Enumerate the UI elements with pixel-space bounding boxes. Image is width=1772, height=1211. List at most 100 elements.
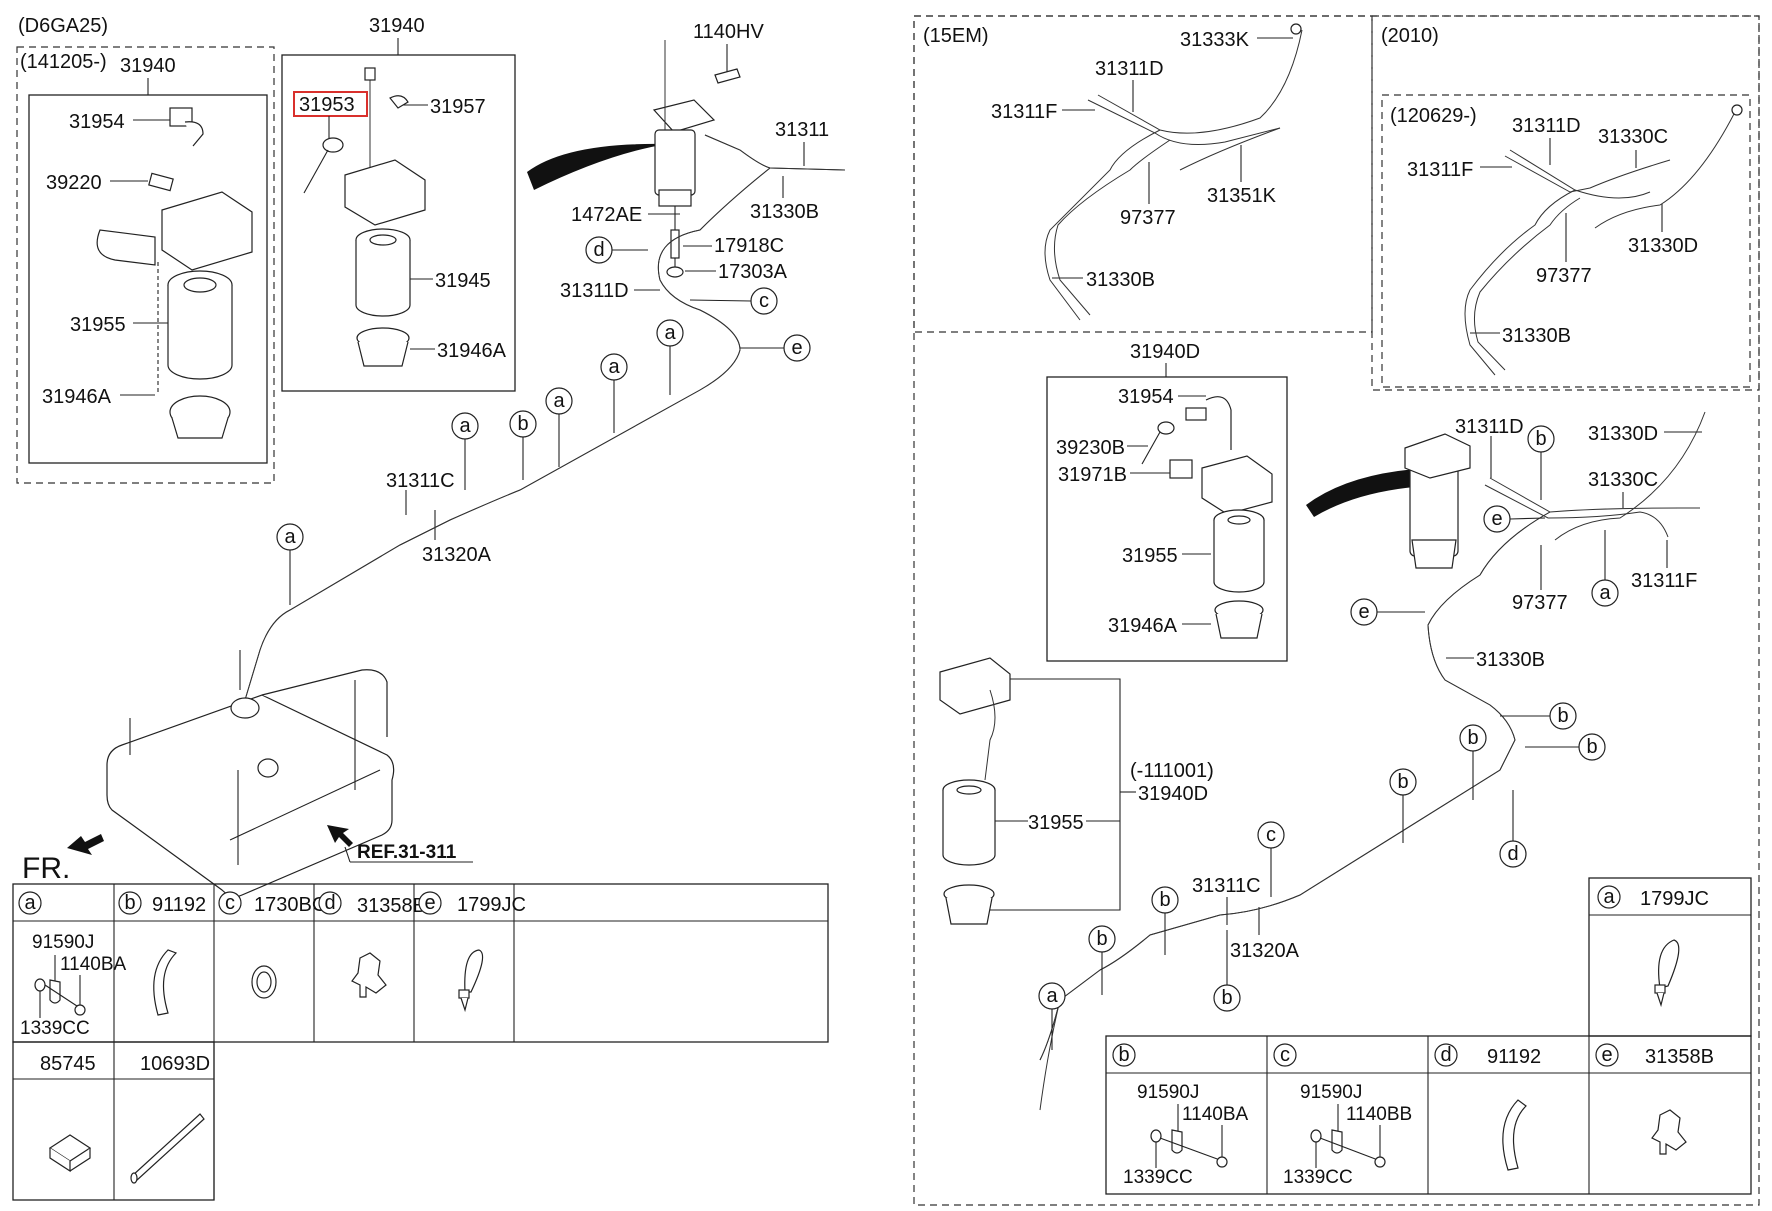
legend-sub-label[interactable]: 91590J xyxy=(1300,1082,1362,1103)
part-label[interactable]: 31320A xyxy=(422,544,492,566)
legend-part-label[interactable]: 1799JC xyxy=(457,894,526,916)
reference-label[interactable]: REF.31-311 xyxy=(357,842,457,863)
part-label[interactable]: 31955 xyxy=(70,314,126,336)
legend-part-label[interactable]: 31358B xyxy=(357,895,426,917)
part-label[interactable]: 31311D xyxy=(1512,115,1581,137)
callout-bubble[interactable]: e xyxy=(783,334,811,362)
part-label[interactable]: 31330B xyxy=(1502,325,1571,347)
legend-part-label[interactable]: 91192 xyxy=(1487,1046,1541,1068)
filter-head-icon xyxy=(1201,455,1273,515)
location-pointer-icon xyxy=(1306,469,1416,517)
nut-icon xyxy=(1310,1129,1322,1143)
part-label[interactable]: 31954 xyxy=(69,111,125,133)
callout-bubble[interactable]: a xyxy=(276,523,304,551)
old-assy-label[interactable]: 31940D xyxy=(1138,783,1208,805)
svg-text:b: b xyxy=(1096,928,1107,950)
legend-sub-label[interactable]: 91590J xyxy=(32,932,94,953)
callout-bubble[interactable]: b xyxy=(1151,886,1179,914)
callout-bubble[interactable]: a xyxy=(600,353,628,381)
part-label[interactable]: 31351K xyxy=(1207,185,1277,207)
callout-bubble[interactable]: b xyxy=(1578,733,1606,761)
legend-sub-label[interactable]: 1339CC xyxy=(20,1018,90,1039)
part-label[interactable]: 31955 xyxy=(1028,812,1084,834)
callout-bubble[interactable]: c xyxy=(1257,821,1285,849)
part-label[interactable]: 31946A xyxy=(437,340,507,362)
part-label[interactable]: 31311D xyxy=(1455,416,1524,438)
part-label[interactable]: 31311C xyxy=(1192,875,1261,897)
legend-key-d: d xyxy=(318,891,342,915)
part-label[interactable]: 31971B xyxy=(1058,464,1127,486)
callout-bubble[interactable]: b xyxy=(1459,724,1487,752)
part-label[interactable]: 31330B xyxy=(1086,269,1155,291)
part-label[interactable]: 39230B xyxy=(1056,437,1125,459)
legend-part-label[interactable]: 1730BC xyxy=(254,894,326,916)
highlighted-part-label[interactable]: 31953 xyxy=(299,94,355,116)
svg-text:d: d xyxy=(324,892,335,914)
part-label[interactable]: 31945 xyxy=(435,270,491,292)
part-label[interactable]: 97377 xyxy=(1536,265,1592,287)
callout-bubble[interactable]: a xyxy=(545,387,573,415)
legend-part-label[interactable]: 85745 xyxy=(40,1053,96,1075)
callout-bubble[interactable]: a xyxy=(656,319,684,347)
part-label[interactable]: 31330D xyxy=(1588,423,1658,445)
legend-part-label[interactable]: 31358B xyxy=(1645,1046,1714,1068)
part-label[interactable]: 31946A xyxy=(1108,615,1178,637)
legend-part-label[interactable]: 91192 xyxy=(152,894,206,916)
part-label[interactable]: 31311 xyxy=(775,119,829,141)
part-label[interactable]: 97377 xyxy=(1512,592,1568,614)
ref-arrow-icon xyxy=(327,825,353,847)
part-label[interactable]: 31955 xyxy=(1122,545,1178,567)
legend-sub-label[interactable]: 91590J xyxy=(1137,1082,1199,1103)
legend-sub-label[interactable]: 1140BA xyxy=(60,954,127,975)
callout-bubble[interactable]: a xyxy=(451,412,479,440)
callout-bubble[interactable]: b xyxy=(509,410,537,438)
part-label[interactable]: 31330B xyxy=(750,201,819,223)
legend-key-a: a xyxy=(1597,885,1621,909)
part-label[interactable]: 1140HV xyxy=(693,21,764,43)
left-dashed-frame xyxy=(16,46,275,484)
part-label[interactable]: 31946A xyxy=(42,386,112,408)
part-label[interactable]: 39220 xyxy=(46,172,102,194)
part-label[interactable]: 31330B xyxy=(1476,649,1545,671)
part-label[interactable]: 31333K xyxy=(1180,29,1250,51)
legend-sub-label[interactable]: 1339CC xyxy=(1123,1167,1193,1188)
callout-bubble[interactable]: b xyxy=(1389,768,1417,796)
callout-bubble[interactable]: b xyxy=(1527,425,1555,453)
callout-bubble[interactable]: e xyxy=(1350,598,1378,626)
part-label[interactable]: 31311F xyxy=(1631,570,1697,592)
part-label[interactable]: 31311D xyxy=(560,280,629,302)
callout-bubble[interactable]: d xyxy=(1499,840,1527,868)
callout-bubble[interactable]: b xyxy=(1549,702,1577,730)
center-filter-assembly: 31940 31953 31957 31945 31946A xyxy=(281,15,516,392)
part-label[interactable]: 31320A xyxy=(1230,940,1300,962)
part-label[interactable]: 31330C xyxy=(1598,126,1668,148)
fuel-filter-icon xyxy=(1213,520,1265,593)
part-label[interactable]: 31311F xyxy=(991,101,1057,123)
part-label[interactable]: 31957 xyxy=(430,96,486,118)
legend-sub-label[interactable]: 1339CC xyxy=(1283,1167,1353,1188)
callout-bubble[interactable]: e xyxy=(1483,505,1511,533)
part-label[interactable]: 31311C xyxy=(386,470,455,492)
part-label[interactable]: 97377 xyxy=(1120,207,1176,229)
legend-part-label[interactable]: 10693D xyxy=(140,1053,210,1075)
callout-bubble[interactable]: a xyxy=(1038,982,1066,1010)
svg-text:b: b xyxy=(1586,736,1597,758)
part-label[interactable]: 31311F xyxy=(1407,159,1473,181)
bolt-icon xyxy=(714,68,741,84)
legend-sub-label[interactable]: 1140BB xyxy=(1346,1104,1412,1125)
part-label[interactable]: 31311D xyxy=(1095,58,1164,80)
callout-bubble[interactable]: b xyxy=(1213,984,1241,1012)
part-label[interactable]: 31330C xyxy=(1588,469,1658,491)
callout-bubble[interactable]: a xyxy=(1591,579,1619,607)
callout-bubble[interactable]: c xyxy=(750,287,778,315)
bolt-icon xyxy=(1374,1156,1386,1168)
part-label[interactable]: 31330D xyxy=(1628,235,1698,257)
legend-sub-label[interactable]: 1140BA xyxy=(1182,1104,1249,1125)
part-label[interactable]: 1472AE xyxy=(571,204,642,226)
part-label[interactable]: 17303A xyxy=(718,261,788,283)
callout-bubble[interactable]: b xyxy=(1088,925,1116,953)
legend-part-label[interactable]: 1799JC xyxy=(1640,888,1709,910)
part-label[interactable]: 31954 xyxy=(1118,386,1174,408)
callout-bubble[interactable]: d xyxy=(585,236,613,264)
part-label[interactable]: 17918C xyxy=(714,235,784,257)
